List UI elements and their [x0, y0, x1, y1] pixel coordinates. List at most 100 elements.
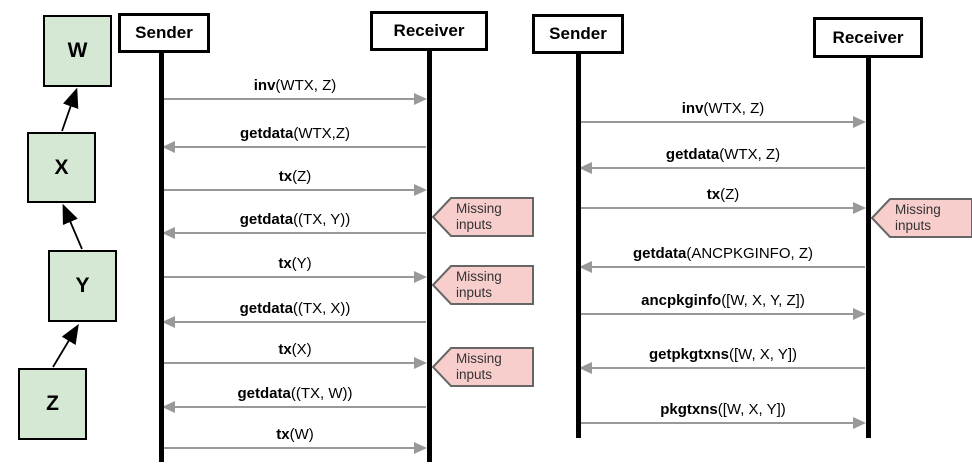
- arrowhead-icon: [162, 316, 175, 328]
- message-label: getpkgtxns([W, X, Y]): [649, 346, 797, 364]
- message-label: getdata(ANCPKGINFO, Z): [633, 245, 813, 263]
- chain-node-z: Z: [18, 368, 87, 440]
- message-label: inv(WTX, Z): [682, 100, 765, 118]
- arrowhead-icon: [579, 362, 592, 374]
- actor-box-receiver: Receiver: [370, 11, 488, 51]
- arrow-shaft: [163, 362, 418, 364]
- message-name: getdata: [665, 146, 720, 163]
- missing-inputs-tag-text: inputs: [456, 285, 492, 300]
- message-args: ((TX, X)): [292, 300, 351, 317]
- arrowhead-icon: [579, 162, 592, 174]
- message-name: getdata: [239, 300, 293, 317]
- dependency-arrow: [62, 203, 83, 250]
- arrowhead-icon: [853, 202, 866, 214]
- arrowhead-icon: [162, 227, 175, 239]
- message-label: getdata(WTX, Z): [666, 146, 780, 164]
- message-args: ([W, X, Y]): [717, 401, 786, 418]
- message-args: (WTX, Z): [275, 77, 337, 94]
- arrowhead-icon: [414, 184, 427, 196]
- actor-label: Receiver: [832, 27, 904, 47]
- message-label: tx(W): [276, 426, 314, 444]
- chain-node-label: Y: [75, 274, 90, 297]
- dependency-arrow: [52, 323, 79, 368]
- actor-label: Sender: [549, 24, 607, 43]
- arrow-shaft: [163, 447, 418, 449]
- message-args: ([W, X, Y, Z]): [721, 292, 805, 309]
- message-args: (X): [291, 341, 312, 358]
- arrow-shaft: [171, 321, 426, 323]
- missing-inputs-tag-shape: [431, 265, 534, 305]
- arrow-shaft: [171, 146, 426, 148]
- missing-inputs-tag-text: Missing: [456, 269, 502, 284]
- message-label: tx(X): [278, 341, 311, 359]
- arrow-shaft: [588, 367, 865, 369]
- sender-lifeline: [159, 51, 164, 462]
- actor-box-sender: Sender: [532, 14, 624, 54]
- missing-inputs-tag-text: Missing: [456, 201, 502, 216]
- arrow-shaft: [580, 207, 857, 209]
- message-name: tx: [706, 186, 721, 203]
- message-label: getdata((TX, Y)): [240, 211, 351, 229]
- chain-node-x: X: [27, 132, 96, 203]
- chain-node-label: X: [54, 155, 69, 179]
- receiver-lifeline: [427, 49, 432, 462]
- dependency-chain-arrows: [52, 87, 83, 368]
- message-args: (WTX,Z): [293, 125, 350, 142]
- receiver-lifeline: [866, 56, 871, 438]
- missing-inputs-tag-shape: [431, 197, 534, 237]
- message-args: (Y): [291, 255, 312, 272]
- chain-node-label: Z: [46, 392, 59, 415]
- arrowhead-icon: [414, 442, 427, 454]
- message-args: (W): [289, 426, 314, 443]
- arrowhead-icon: [579, 261, 592, 273]
- missing-inputs-tag-text: inputs: [456, 367, 492, 382]
- message-label: inv(WTX, Z): [254, 77, 337, 95]
- message-label: tx(Y): [278, 255, 311, 273]
- arrow-shaft: [163, 276, 418, 278]
- arrowhead-icon: [162, 141, 175, 153]
- arrowhead-icon: [414, 271, 427, 283]
- message-name: getdata: [240, 125, 294, 142]
- arrow-shaft: [580, 313, 857, 315]
- message-label: pkgtxns([W, X, Y]): [660, 401, 786, 419]
- missing-inputs-tag-text: Missing: [895, 202, 941, 217]
- arrowhead-icon: [853, 308, 866, 320]
- actor-box-sender: Sender: [118, 13, 210, 53]
- message-args: (ANCPKGINFO, Z): [686, 245, 814, 262]
- message-name: pkgtxns: [660, 401, 718, 418]
- message-args: (WTX, Z): [703, 100, 765, 117]
- arrow-shaft: [163, 189, 418, 191]
- message-label: getdata((TX, W)): [238, 385, 353, 403]
- message-args: ((TX, W)): [290, 385, 353, 402]
- actor-label: Receiver: [393, 21, 465, 40]
- message-name: getdata: [237, 385, 291, 402]
- arrowhead-icon: [414, 93, 427, 105]
- message-args: ([W, X, Y]): [728, 346, 798, 363]
- message-name: tx: [278, 255, 292, 272]
- arrowhead-icon: [853, 116, 866, 128]
- arrowhead-icon: [853, 417, 866, 429]
- arrow-shaft: [588, 167, 865, 169]
- arrow-shaft: [580, 121, 857, 123]
- arrowhead-icon: [414, 357, 427, 369]
- message-label: ancpkginfo([W, X, Y, Z]): [641, 292, 805, 310]
- message-label: getdata((TX, X)): [240, 300, 351, 318]
- missing-inputs-tag-shape: [431, 347, 534, 387]
- message-name: tx: [276, 426, 290, 443]
- actor-label: Sender: [135, 23, 193, 42]
- message-label: tx(Z): [279, 168, 312, 186]
- message-args: (WTX, Z): [719, 146, 781, 163]
- message-name: getdata: [632, 245, 687, 262]
- message-name: inv: [681, 100, 704, 117]
- sender-lifeline: [576, 52, 581, 438]
- message-name: getpkgtxns: [648, 346, 729, 363]
- arrow-shaft: [171, 406, 426, 408]
- missing-inputs-tag-text: inputs: [456, 217, 492, 232]
- arrow-shaft: [588, 266, 865, 268]
- dependency-arrow: [61, 87, 79, 132]
